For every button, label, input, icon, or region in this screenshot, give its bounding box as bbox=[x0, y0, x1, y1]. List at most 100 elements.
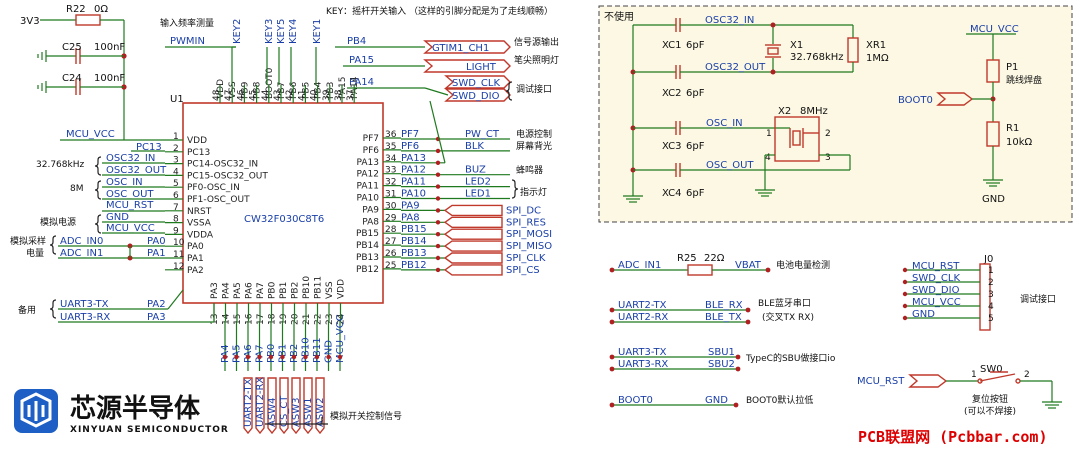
j0-pin-label: GND bbox=[912, 309, 935, 320]
chip-right-pin-name: PF7 bbox=[363, 134, 379, 144]
adc-in1-net-2: ADC_IN1 bbox=[618, 260, 661, 271]
chip-bottom-pin-name: PB10 bbox=[302, 276, 312, 299]
bottom-signal-label: UART2-TX bbox=[243, 378, 254, 427]
buzzer-label: 蜂鸣器 bbox=[516, 164, 543, 176]
xc3-value: 6pF bbox=[686, 141, 705, 152]
boot0-net-2: BOOT0 bbox=[618, 395, 653, 406]
x1-ref: X1 bbox=[790, 40, 803, 51]
chip-top-pin-name: PB3 bbox=[326, 82, 336, 99]
chip-left-pin-name: PC15-OSC32_OUT bbox=[187, 171, 268, 181]
pen-light-label: 笔尖照明灯 bbox=[514, 54, 559, 66]
chip-right-pin-number: 35 bbox=[385, 142, 396, 152]
power-ctrl-label: 电源控制 bbox=[516, 128, 552, 140]
chip-right-pin-name: PA9 bbox=[362, 205, 379, 215]
swd-dio-net: SWD_DIO bbox=[452, 91, 500, 102]
r22-resistor bbox=[75, 14, 101, 26]
x2-ref: X2 bbox=[778, 106, 791, 117]
right-signal-label: SPI_RES bbox=[506, 217, 546, 228]
sw0-ref: SW0 bbox=[980, 364, 1003, 375]
right-net-label: PB14 bbox=[401, 236, 427, 247]
chip-top-pin-number: 38 bbox=[334, 89, 344, 101]
j0-connector bbox=[979, 263, 991, 331]
j0-ref: J0 bbox=[983, 254, 993, 265]
bottom-net-label: PA5 bbox=[232, 344, 243, 363]
c24-value: 100nF bbox=[94, 73, 125, 84]
osc-in-net-2: OSC_IN bbox=[706, 118, 743, 129]
right-net-label: PB12 bbox=[401, 260, 427, 271]
chip-left-pin-name: PF0-OSC_IN bbox=[187, 183, 240, 193]
pa15-net: PA15 bbox=[349, 55, 374, 66]
r25-ref: R25 bbox=[677, 253, 697, 264]
osc32-in-net-2: OSC32_IN bbox=[705, 15, 754, 26]
right-net-label: PF7 bbox=[401, 129, 419, 140]
chip-top-pin-number: 42 bbox=[285, 90, 295, 101]
chip-right-pin-number: 36 bbox=[385, 130, 397, 140]
x2-pin1: 1 bbox=[766, 129, 772, 139]
chip-right-pin-name: PB13 bbox=[356, 253, 379, 263]
voltage-label: 电量 bbox=[26, 247, 44, 259]
right-signal-label: LED1 bbox=[465, 189, 491, 200]
right-signal-label: PW_CT bbox=[465, 129, 500, 140]
j0-desc: 调试接口 bbox=[1020, 293, 1056, 305]
pa0-net: PA0 bbox=[147, 236, 166, 247]
boot0-net: BOOT0 bbox=[898, 95, 933, 106]
pb4-net: PB4 bbox=[347, 36, 366, 47]
uart3-tx-net-2: UART3-TX bbox=[618, 347, 667, 358]
chip-left-pin-number: 4 bbox=[173, 167, 179, 177]
u1-ref: U1 bbox=[170, 94, 184, 105]
chip-top-pin-name: PB7 bbox=[277, 82, 287, 99]
j0-pin-number: 3 bbox=[988, 290, 994, 300]
chip-bottom-pin-number: 23 bbox=[325, 314, 335, 325]
ble-desc-2: (交叉TX RX) bbox=[762, 311, 814, 323]
analog-sample-label: 模拟采样 bbox=[10, 235, 46, 247]
x2-pin2: 2 bbox=[825, 129, 831, 139]
chip-left-pin-number: 9 bbox=[173, 226, 179, 236]
chip-bottom-pin-name: VDD bbox=[337, 279, 347, 299]
chip-top-pin-number: 45 bbox=[249, 90, 259, 101]
swd-clk-net: SWD_CLK bbox=[452, 78, 500, 89]
chip-bottom-pin-number: 16 bbox=[245, 313, 255, 325]
chip-bottom-pin-name: PA5 bbox=[233, 282, 243, 299]
right-signal-label: SPI_MOSI bbox=[506, 229, 552, 240]
crystal-x1 bbox=[765, 44, 781, 58]
chip-bottom-pin-number: 19 bbox=[279, 313, 289, 325]
chip-left-pin-name: NRST bbox=[187, 207, 212, 217]
bottom-net-label: PB11 bbox=[312, 337, 323, 363]
chip-left-pin-number: 6 bbox=[173, 191, 179, 201]
chip-name: CW32F030C8T6 bbox=[244, 214, 324, 225]
chip-bottom-pin-number: 21 bbox=[302, 314, 312, 325]
chip-top-pin-name: PB9 bbox=[240, 81, 250, 99]
right-net-label: PA11 bbox=[401, 177, 426, 188]
freq-measure-label: 输入频率测量 bbox=[160, 17, 214, 29]
f8m-label: 8M bbox=[70, 184, 84, 194]
osc-out-net: OSC_OUT bbox=[106, 189, 154, 200]
bottom-net-label: PB0 bbox=[266, 344, 277, 363]
bottom-signal-label: UART2-RX bbox=[255, 377, 266, 427]
j0-pin-label: SWD_DIO bbox=[912, 285, 960, 296]
chip-top-pin-name: PB4 bbox=[314, 81, 324, 99]
brand-logo bbox=[14, 389, 58, 433]
chip-right-pin-name: PB12 bbox=[356, 265, 379, 275]
xc4-ref: XC4 bbox=[662, 188, 681, 199]
brand-name-cn: 芯源半导体 bbox=[70, 394, 201, 424]
osc32-out-net-2: OSC32_OUT bbox=[705, 62, 766, 73]
right-net-label: PB15 bbox=[401, 224, 427, 235]
chip-top-pin-number: 41 bbox=[297, 90, 307, 101]
uart3-rx-net: UART3-RX bbox=[60, 312, 110, 323]
bottom-signal-label: ASW1 bbox=[303, 398, 314, 427]
chip-bottom-pin-name: PA3 bbox=[210, 282, 220, 299]
right-signal-label: LED2 bbox=[465, 177, 491, 188]
battery-label: 电池电量检测 bbox=[776, 259, 830, 271]
v3v3-label: 3V3 bbox=[20, 16, 40, 27]
gnd-label: GND bbox=[982, 194, 1005, 205]
chip-bottom-pin-name: PA4 bbox=[222, 282, 232, 299]
chip-top-pin-number: 48 bbox=[212, 89, 222, 101]
bottom-net-label: MCU_VCC bbox=[335, 314, 346, 363]
chip-right-pin-number: 29 bbox=[385, 213, 397, 223]
chip-right-pin-number: 33 bbox=[385, 166, 396, 176]
sig-out-label: 信号源输出 bbox=[514, 36, 559, 48]
chip-top-pin-name: PB6 bbox=[289, 81, 299, 99]
mcu-vcc-net-2: MCU_VCC bbox=[106, 223, 155, 234]
chip-left-pin-name: VDDA bbox=[187, 230, 214, 240]
